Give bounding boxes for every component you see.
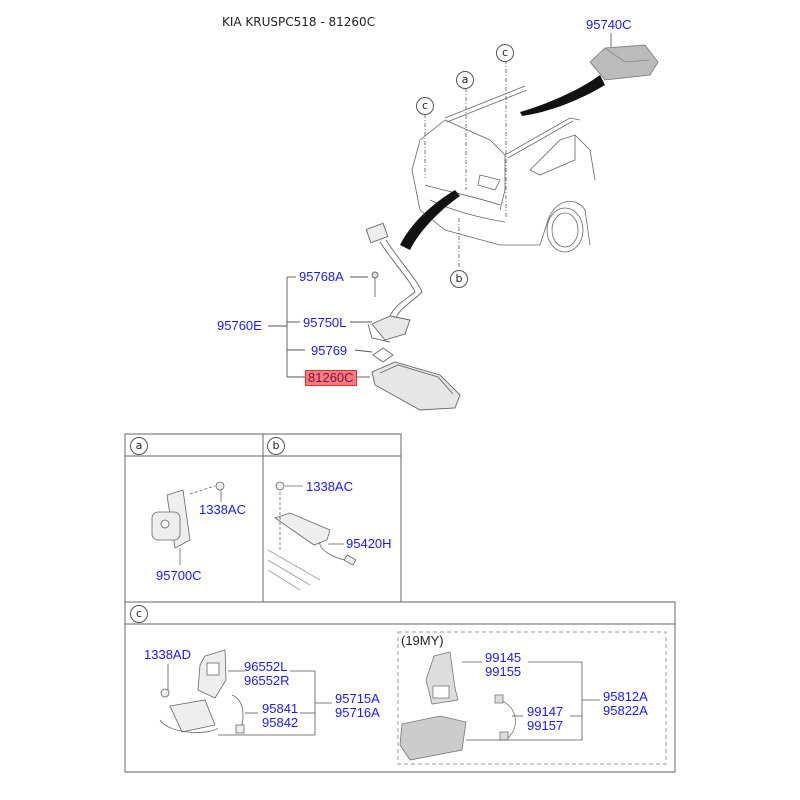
part-958x2A-pair[interactable]: 95812A 95822A	[603, 690, 648, 718]
part-9571x-pair[interactable]: 95715A 95716A	[335, 692, 380, 720]
part-95740C[interactable]: 95740C	[586, 17, 632, 32]
part-95700C[interactable]: 95700C	[156, 568, 202, 583]
diagram-title: KIA KRUSPC518 - 81260C	[222, 15, 376, 29]
part-95812A[interactable]: 95812A	[603, 689, 648, 704]
part-9914x-pair[interactable]: 99145 99155	[485, 651, 521, 679]
panel-c-label: c	[130, 605, 148, 623]
leader-band-81260C	[400, 190, 460, 250]
part-95841[interactable]: 95841	[262, 701, 299, 716]
part-96552-pair[interactable]: 96552L 96552R	[244, 660, 290, 688]
part-9584x-pair[interactable]: 95841 95842	[262, 702, 298, 730]
part-1338AD[interactable]: 1338AD	[144, 647, 191, 662]
part-9914x-harness-pair[interactable]: 99147 99157	[527, 705, 563, 733]
part-96552R[interactable]: 96552R	[244, 673, 290, 688]
part-95750L[interactable]: 95750L	[303, 315, 347, 330]
panel-a-label: a	[130, 437, 148, 455]
rear-lamp-drawing	[267, 481, 357, 591]
camera-19my-drawing	[399, 651, 600, 761]
callout-c-right[interactable]: c	[496, 44, 514, 62]
part-95822A[interactable]: 95822A	[603, 703, 648, 718]
part-95760E[interactable]: 95760E	[217, 318, 262, 333]
part-99157[interactable]: 99157	[527, 718, 564, 733]
vehicle-rear-drawing	[411, 85, 596, 253]
variant-label-19MY: (19MY)	[401, 633, 444, 648]
part-81260C-highlighted[interactable]: 81260C	[305, 370, 357, 386]
callout-a[interactable]: a	[456, 71, 474, 89]
part-99155[interactable]: 99155	[485, 664, 522, 679]
panel-b-label: b	[267, 437, 285, 455]
license-lamp-assembly-drawing	[365, 222, 461, 411]
group-bracket-95760E	[268, 276, 373, 378]
part-99147[interactable]: 99147	[527, 704, 564, 719]
part-95420H[interactable]: 95420H	[346, 536, 392, 551]
part-96552L[interactable]: 96552L	[244, 659, 288, 674]
leader-band-95740C	[520, 75, 605, 116]
part-95715A[interactable]: 95715A	[335, 691, 380, 706]
callout-leaders	[424, 60, 507, 268]
detail-panels	[124, 433, 676, 773]
sensor-drawing	[151, 481, 225, 565]
part-95769[interactable]: 95769	[311, 343, 348, 358]
part-1338AC-b[interactable]: 1338AC	[306, 479, 353, 494]
part-95716A[interactable]: 95716A	[335, 705, 380, 720]
part-99145[interactable]: 99145	[485, 650, 522, 665]
callout-b[interactable]: b	[450, 270, 468, 288]
part-95842[interactable]: 95842	[262, 715, 299, 730]
camera-assembly-drawing	[159, 649, 332, 736]
callout-c-left[interactable]: c	[416, 97, 434, 115]
interior-lamp-drawing	[589, 33, 659, 81]
part-1338AC-a[interactable]: 1338AC	[199, 502, 246, 517]
part-95768A[interactable]: 95768A	[299, 269, 344, 284]
